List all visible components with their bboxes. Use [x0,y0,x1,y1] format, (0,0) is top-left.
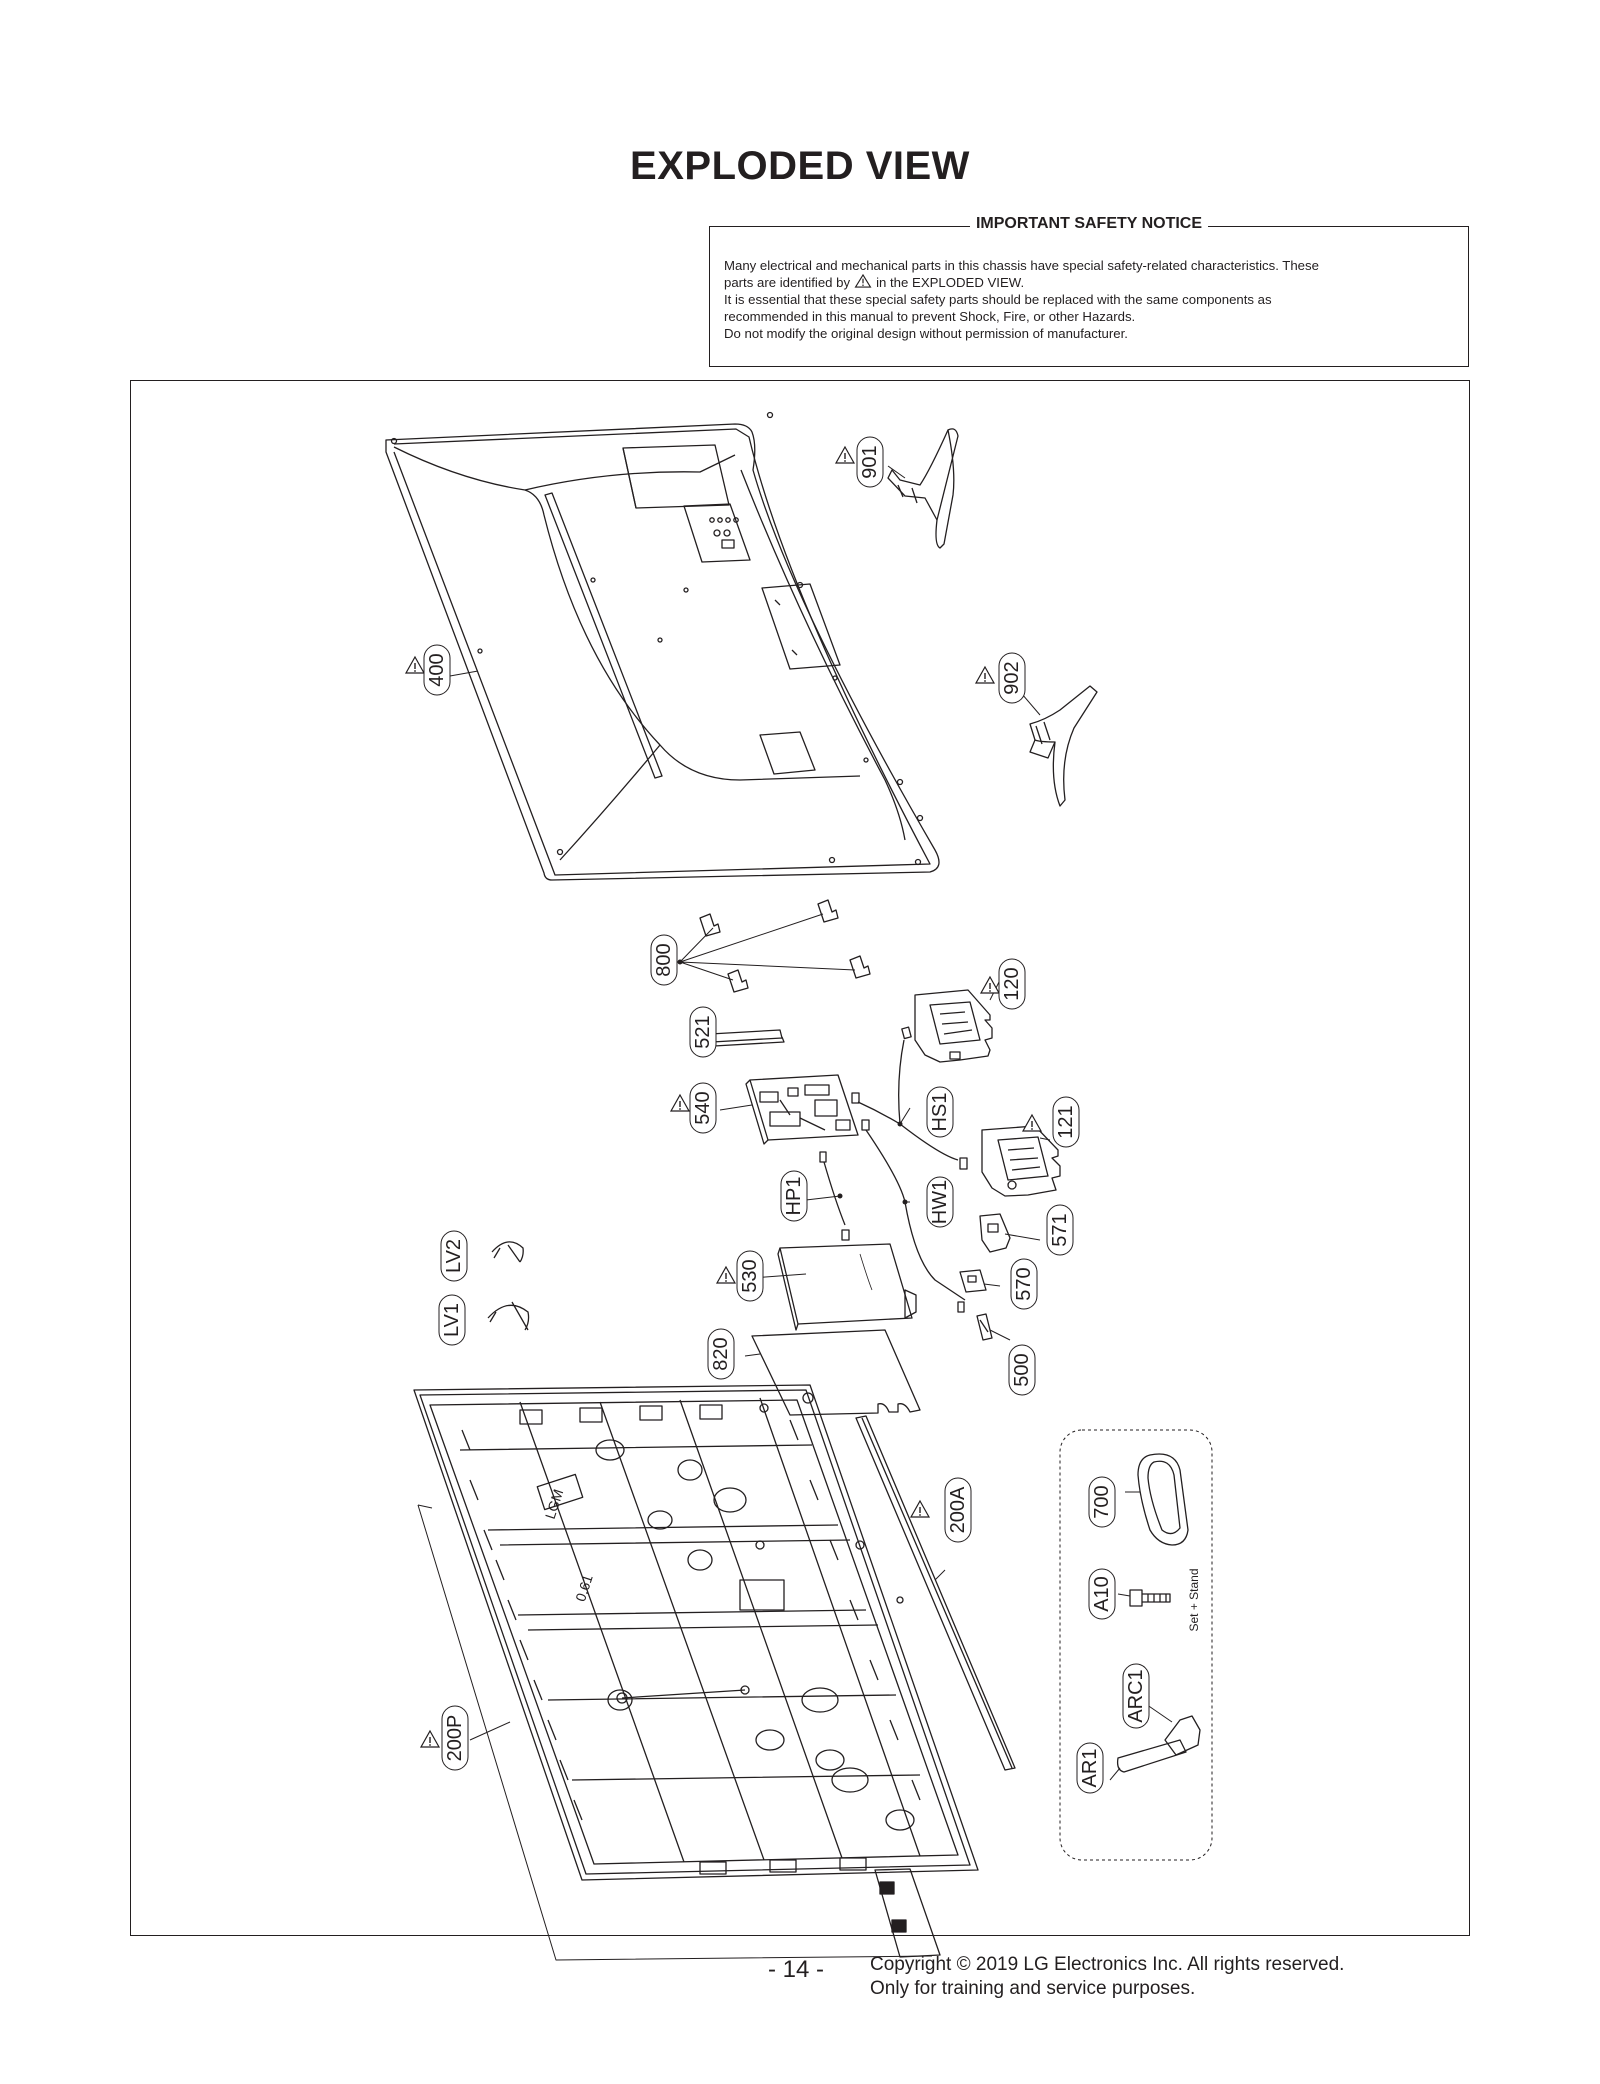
remote-700 [1137,1453,1189,1546]
accessory-group-box [1059,1429,1213,1861]
board-570 [959,1269,987,1293]
label-ar1: AR1 [1076,1742,1104,1794]
notice-line-4: recommended in this manual to prevent Sh… [724,309,1136,324]
panel-mark-size: 0.61 [572,1572,596,1603]
label-571-text: 571 [1049,1213,1071,1246]
label-hs1: HS1 [926,1086,954,1138]
page-number: - 14 - [768,1956,825,1983]
shield-sheet-820 [751,1329,921,1416]
notice-line-1: Many electrical and mechanical parts in … [724,258,1319,273]
label-ar1-text: AR1 [1079,1749,1101,1788]
label-540-text: 540 [692,1091,714,1124]
usage-note: Only for training and service purposes. [870,1978,1196,1999]
main-board-540 [745,1074,859,1145]
label-820-text: 820 [710,1337,732,1370]
label-hp1-text: HP1 [783,1177,805,1216]
label-500: 500 [1008,1344,1036,1396]
label-120: 120 [998,958,1026,1010]
cable-lv1 [487,1301,530,1331]
label-200a-text: 200A [947,1486,969,1533]
stand-901 [887,428,959,549]
lcm-panel [413,1384,979,1881]
leader-lines [449,465,1173,1781]
label-arc1: ARC1 [1122,1663,1150,1729]
remote-cover-arc1 [1164,1715,1201,1756]
stand-902 [1029,685,1098,807]
label-120-text: 120 [1001,967,1023,1000]
cable-hp1 [819,1151,850,1241]
label-lv2-text: LV2 [443,1239,465,1273]
label-hs1-text: HS1 [929,1093,951,1132]
copyright-text: Copyright © 2019 LG Electronics Inc. All… [870,1954,1345,1975]
label-200p-text: 200P [444,1715,466,1762]
label-902: 902 [998,652,1026,704]
label-800-text: 800 [653,943,675,976]
label-arc1-text: ARC1 [1125,1669,1147,1722]
label-200p: 200P [441,1705,469,1771]
label-lv1-text: LV1 [441,1303,463,1337]
copyright-block: Copyright © 2019 LG Electronics Inc. All… [870,1953,1344,2001]
power-board-530 [777,1243,917,1331]
label-901-text: 901 [859,445,881,478]
accessory-note: Set + Stand [1187,1568,1201,1631]
label-570-text: 570 [1013,1267,1035,1300]
label-540: 540 [689,1082,717,1134]
warning-triangle-icon [854,274,872,288]
board-571 [979,1213,1011,1253]
label-lv1: LV1 [438,1294,466,1346]
label-571: 571 [1046,1204,1074,1256]
label-901: 901 [856,436,884,488]
diagram-frame [130,380,1470,1936]
label-820: 820 [707,1328,735,1380]
notice-line-5: Do not modify the original design withou… [724,326,1128,341]
label-400: 400 [423,644,451,696]
remote-ar1 [1116,1739,1187,1773]
safety-notice-body: Many electrical and mechanical parts in … [724,257,1454,342]
label-700-text: 700 [1091,1485,1113,1518]
label-570: 570 [1010,1258,1038,1310]
label-121: 121 [1052,1096,1080,1148]
label-lv2: LV2 [440,1230,468,1282]
label-a10: A10 [1088,1568,1116,1620]
label-902-text: 902 [1001,661,1023,694]
label-530: 530 [736,1250,764,1302]
back-cover [385,411,940,881]
bracket-521 [709,1029,785,1047]
label-hp1: HP1 [780,1170,808,1222]
speaker-120 [914,989,993,1063]
safety-notice-box: IMPORTANT SAFETY NOTICE Many electrical … [709,215,1469,367]
speaker-121 [981,1125,1061,1197]
page-title: EXPLODED VIEW [630,144,970,188]
label-hw1: HW1 [926,1176,954,1228]
board-500 [976,1313,993,1341]
label-530-text: 530 [739,1259,761,1292]
label-a10-text: A10 [1091,1576,1113,1612]
panel-sheet-200p [417,1504,933,1961]
screw-a10 [1129,1589,1171,1607]
label-200a: 200A [944,1477,972,1543]
label-521: 521 [689,1006,717,1058]
label-700: 700 [1088,1476,1116,1528]
panel-strip-200a [855,1415,1016,1771]
label-121-text: 121 [1055,1105,1077,1138]
label-800: 800 [650,934,678,986]
notice-line-3: It is essential that these special safet… [724,292,1272,307]
label-400-text: 400 [426,653,448,686]
cable-hw1 [861,1119,966,1313]
safety-notice-heading: IMPORTANT SAFETY NOTICE [969,215,1209,232]
label-521-text: 521 [692,1015,714,1048]
cable-lv2 [491,1241,524,1263]
brackets-800 [699,899,871,993]
label-hw1-text: HW1 [929,1180,951,1224]
label-500-text: 500 [1011,1353,1033,1386]
